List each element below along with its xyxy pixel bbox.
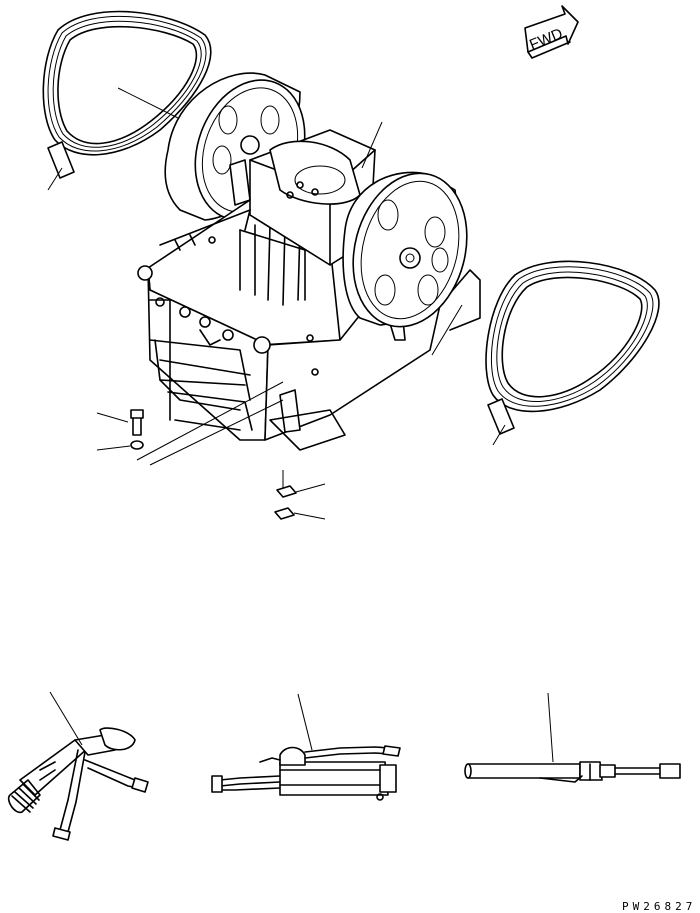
- v-belt-right: [485, 260, 660, 435]
- leader-shim-2: [293, 512, 326, 520]
- leader-mounting-2: [149, 399, 284, 466]
- v-belt-left: [42, 10, 212, 179]
- leader-jack: [297, 693, 313, 751]
- leader-bolt: [96, 412, 129, 423]
- leader-shim-1: [295, 483, 326, 493]
- jaw-crusher-body: [137, 129, 481, 451]
- leader-belt-left: [47, 167, 63, 191]
- bolt-icon: [130, 409, 144, 436]
- lever-bar-icon: [464, 761, 681, 783]
- leader-body-2: [431, 304, 463, 356]
- leader-belt-right: [492, 424, 506, 446]
- shim-plate-icon: [274, 485, 297, 520]
- washer-icon: [130, 440, 144, 450]
- fwd-arrow-icon: FWD: [524, 5, 579, 59]
- wrench-tool-icon: [7, 727, 149, 841]
- leader-washer: [96, 445, 131, 451]
- leader-body: [361, 121, 383, 169]
- leader-belt-left-2: [117, 87, 179, 119]
- drawing-number: PW26827: [622, 900, 696, 913]
- flywheel-right: [342, 171, 468, 328]
- hydraulic-jack-icon: [211, 745, 401, 801]
- leader-bar: [547, 692, 554, 763]
- leader-wrench: [49, 691, 83, 746]
- leader-mounting: [136, 381, 284, 461]
